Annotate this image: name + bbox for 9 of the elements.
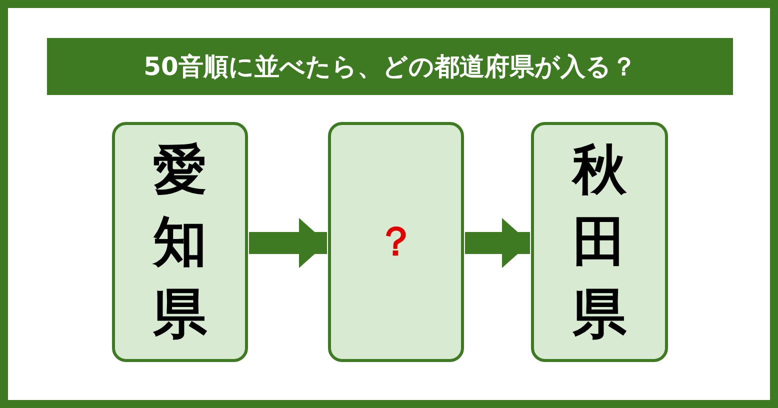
arrow	[249, 218, 327, 268]
answer-box	[328, 122, 464, 362]
answer-box	[112, 122, 248, 362]
arrow	[465, 218, 530, 268]
title-banner: 50音順に並べたら、どの都道府県が入る？	[47, 38, 733, 95]
answer-box	[531, 122, 668, 362]
question-mark: ？	[376, 218, 416, 267]
prefecture-name: 秋田県	[570, 137, 628, 347]
prefecture-name: 愛知県	[151, 137, 208, 347]
